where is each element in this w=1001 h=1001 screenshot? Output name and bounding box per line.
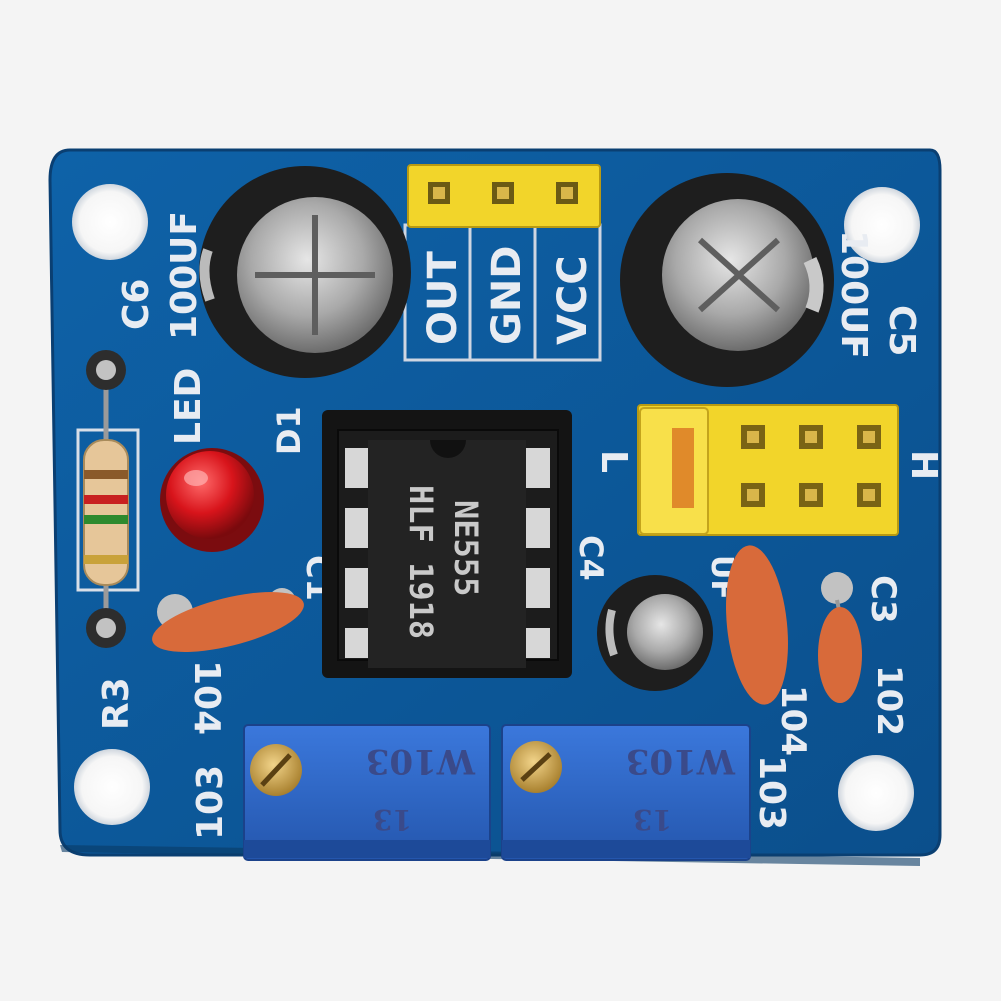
pin-label-out: OUT: [420, 251, 466, 345]
mounting-hole-bottom-left: [74, 749, 150, 825]
c3-ref-label: C3: [863, 575, 903, 624]
c5-ref-label: C5: [881, 305, 922, 356]
electrolytic-capacitor-c6: [199, 166, 411, 378]
mounting-hole-bottom-right: [838, 755, 914, 831]
pot-left-pcb-label: 103: [190, 765, 231, 840]
c1-value-label: 104: [186, 660, 227, 735]
pin-label-vcc: VCC: [550, 255, 596, 345]
jumper-label-low: L: [593, 450, 634, 473]
chip-text-line2: HLF 1918: [402, 485, 440, 639]
potentiometer-right: [501, 724, 751, 861]
pot-left-sub-label: 13: [373, 803, 412, 836]
pot-left-body-label: W103: [366, 741, 476, 781]
pot-right-sub-label: 13: [633, 803, 672, 836]
jumper-header: [637, 404, 899, 536]
d1-ref-label: D1: [270, 406, 308, 455]
c6-ref-label: C6: [116, 279, 157, 330]
pin-label-gnd: GND: [484, 245, 530, 345]
potentiometer-left: [243, 724, 491, 861]
ceramic-capacitor-c1: [152, 588, 304, 652]
electrolytic-capacitor-c4: [597, 575, 713, 691]
pot-right-pcb-label: 103: [751, 755, 792, 830]
chip-text-line1: NE555: [447, 500, 485, 596]
c3-value-label: 102: [869, 665, 909, 736]
top-pin-header: [407, 164, 601, 228]
c4-ref-label: C4: [572, 535, 610, 581]
led-d1: [160, 448, 264, 552]
pot-right-body-label: W103: [626, 741, 736, 781]
ceramic-capacitor-c3: [818, 572, 862, 703]
mounting-hole-top-right: [844, 187, 920, 263]
mounting-hole-top-left: [72, 184, 148, 260]
c5-value-label: 100UF: [833, 230, 874, 359]
jumper-label-high: H: [903, 450, 944, 480]
ne555-chip: [322, 410, 572, 678]
r3-ref-label: R3: [96, 677, 137, 730]
led-label: LED: [168, 368, 209, 445]
ceramic-capacitor-c2: [726, 545, 788, 705]
resistor-r3: [76, 350, 140, 648]
c2-value-label: 104: [773, 685, 813, 756]
electrolytic-capacitor-c5: [620, 173, 834, 387]
c6-value-label: 100UF: [164, 211, 205, 340]
mounting-holes: [72, 184, 920, 831]
